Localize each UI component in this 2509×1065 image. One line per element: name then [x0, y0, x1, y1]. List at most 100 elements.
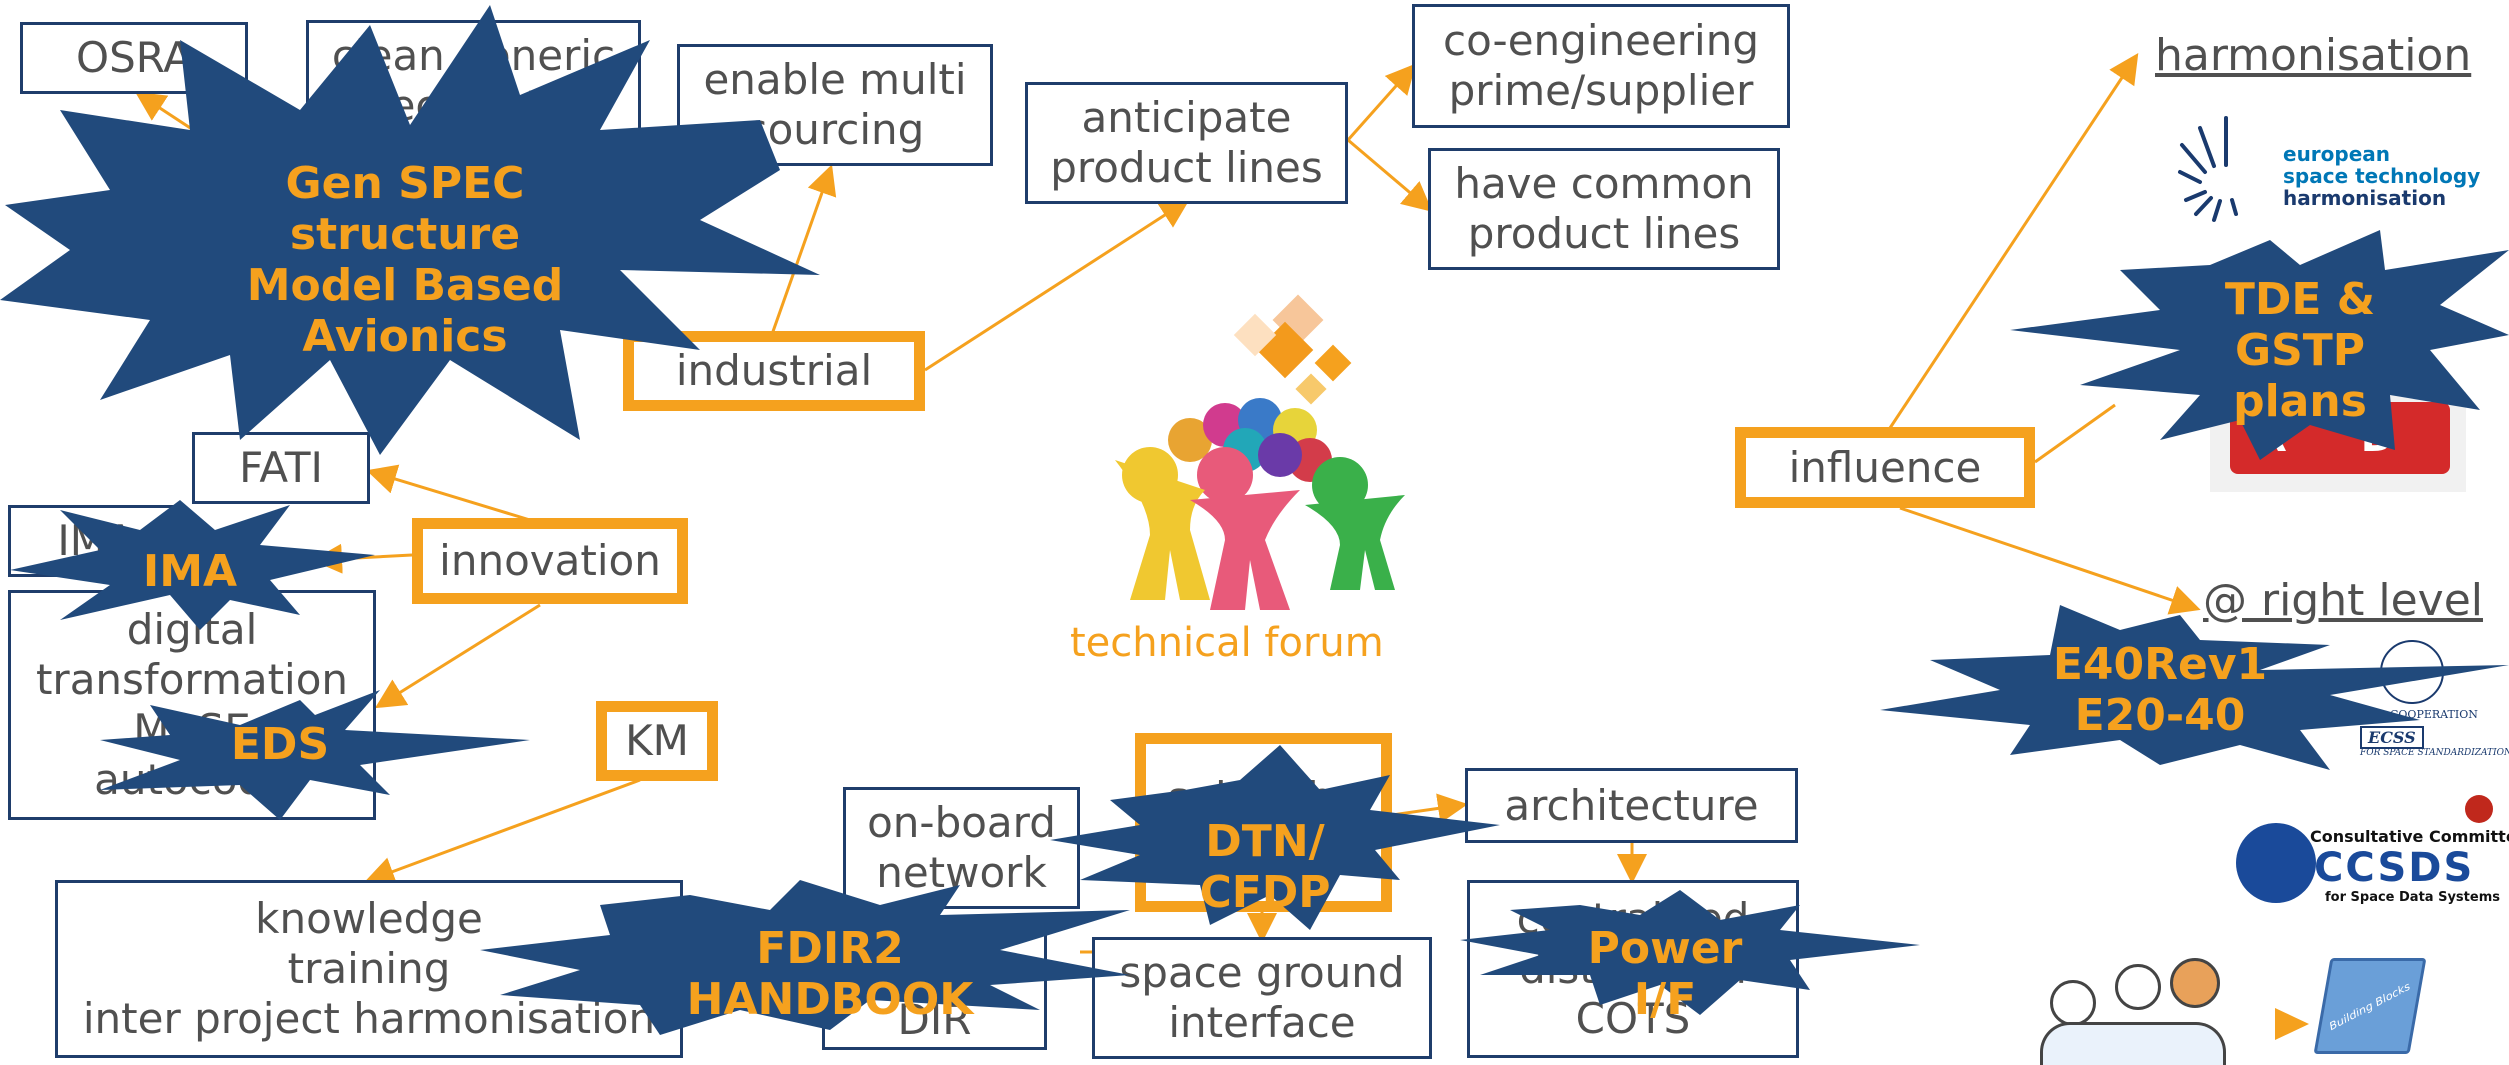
common-line-1: have common: [1454, 159, 1754, 208]
km-hub-box: KM: [596, 701, 718, 781]
esa-line-2: space technology: [2283, 164, 2481, 188]
tde-burst: TDE & GSTP plans: [2200, 272, 2400, 428]
architecture-box: architecture: [1465, 768, 1798, 843]
digital-line-2: transformation: [35, 655, 349, 704]
power-line-1: Power: [1587, 923, 1743, 974]
gen-spec-burst: Gen SPEC structure Model Based Avionics: [210, 155, 600, 365]
esa-logo-text: european space technology harmonisation: [2283, 143, 2480, 209]
innovation-label: innovation: [439, 536, 661, 585]
co-engineering-line-2: prime/supplier: [1448, 66, 1754, 115]
ccsds-red-dot-icon: [2465, 795, 2493, 823]
gen-spec-line-1: Gen SPEC: [285, 158, 525, 209]
knowledge-line-2: training: [287, 944, 451, 993]
globe-icon: [2380, 640, 2444, 704]
ecss-logo: COOPERATION ECSS FOR SPACE STANDARDIZATI…: [2320, 640, 2509, 760]
anticipate-product-lines-box: anticipate product lines: [1025, 82, 1348, 204]
tde-line-1: TDE &: [2224, 273, 2376, 325]
arrow-innovation-digital: [374, 603, 541, 709]
industrial-label: industrial: [675, 346, 873, 395]
book-title: Building Blocks: [2327, 979, 2413, 1033]
arrow-right-icon: [2275, 1008, 2309, 1040]
ccsds-name: CCSDS: [2314, 845, 2475, 891]
space-ground-interface-box: space ground interface: [1092, 937, 1432, 1059]
building-blocks-image: Building Blocks: [2030, 940, 2430, 1065]
technical-forum-illustration: [1040, 290, 1440, 620]
e40-line-2: E20-40: [2074, 690, 2246, 741]
eds-burst-label: EDS: [230, 718, 330, 770]
arrow-km-knowledge: [364, 778, 641, 886]
clean-generic-spec-box: clean generic specification: [306, 20, 641, 142]
on-board-network-box: on-board network: [843, 787, 1080, 909]
ecss-badge: ECSS: [2360, 726, 2424, 749]
clean-spec-line-2: specification: [341, 81, 606, 130]
tde-line-3: plans: [2233, 375, 2367, 427]
technical-forum-label: technical forum: [1070, 620, 1384, 666]
fati-label: FATI: [239, 443, 323, 492]
anticipate-line-1: anticipate: [1081, 93, 1292, 142]
cube-icon: [1233, 294, 1352, 405]
arrow-innovation-ima: [312, 543, 413, 574]
power-burst: Power I/F: [1570, 922, 1760, 1026]
digital-line-1: digital: [126, 605, 258, 654]
knowledge-line-3: inter project harmonisation: [82, 994, 656, 1043]
ccsds-caption-1: Consultative Committee: [2310, 827, 2509, 846]
e40-burst: E40Rev1 E20-40: [2040, 638, 2280, 742]
common-line-2: product lines: [1467, 209, 1741, 258]
ccsds-caption-2: for Space Data Systems: [2325, 890, 2500, 905]
innovation-hub-box: innovation: [412, 518, 688, 604]
multi-sourcing-line-1: enable multi: [703, 55, 967, 104]
ima-burst-label: IMA: [142, 545, 238, 597]
enable-multi-sourcing-box: enable multi sourcing: [677, 44, 993, 166]
co-engineering-box: co-engineering prime/supplier: [1412, 4, 1790, 128]
influence-label: influence: [1788, 442, 1982, 492]
space-ground-line-2: interface: [1168, 998, 1356, 1047]
ecss-caption-2: FOR SPACE STANDARDIZATION: [2360, 748, 2509, 758]
dtn-line-1: DTN/: [1205, 816, 1325, 867]
harmonisation-link[interactable]: harmonisation: [2155, 30, 2472, 81]
people-sketch-icon: [2030, 950, 2230, 1065]
space-ground-line-1: space ground: [1119, 948, 1405, 997]
fdir-burst: FDIR2 HANDBOOK: [680, 922, 980, 1026]
osra-box: OSRA: [20, 22, 248, 94]
fati-box: FATI: [192, 432, 370, 504]
on-board-line-2: network: [876, 848, 1047, 897]
gen-spec-line-2: structure: [289, 209, 521, 260]
knowledge-line-1: knowledge: [255, 894, 483, 943]
knowledge-training-box: knowledge training inter project harmoni…: [55, 880, 683, 1058]
multi-sourcing-line-2: sourcing: [745, 105, 925, 154]
arrow-anticipate-coeng: [1346, 63, 1416, 141]
esa-line-3: harmonisation: [2283, 186, 2447, 210]
tde-line-2: GSTP: [2234, 324, 2366, 376]
arrow-solve-architecture: [1391, 793, 1468, 824]
ecss-caption-1: COOPERATION: [2390, 708, 2478, 721]
gen-spec-line-4: Avionics: [302, 311, 508, 362]
arrow-anticipate-common: [1347, 138, 1433, 212]
ccsds-logo: Consultative Committee CCSDS for Space D…: [2230, 795, 2509, 910]
common-product-lines-box: have common product lines: [1428, 148, 1780, 270]
osra-label: OSRA: [76, 33, 192, 82]
arrow-influence-harmonisation: [1888, 52, 2139, 429]
right-level-link[interactable]: @ right level: [2203, 575, 2483, 626]
ccsds-swirl-icon: [2236, 823, 2316, 903]
arrow-industrial-anticipate: [924, 198, 1191, 372]
ima-burst: IMA: [110, 545, 270, 597]
arrow-innovation-fati: [366, 464, 531, 522]
arrow-industrial-multi-sourcing: [768, 164, 837, 341]
eds-burst: EDS: [200, 718, 360, 770]
co-engineering-line-1: co-engineering: [1442, 16, 1760, 65]
km-label: KM: [625, 716, 689, 765]
dtn-line-2: CFDP: [1199, 867, 1331, 918]
industrial-hub-box: industrial: [623, 331, 925, 411]
fdir-line-1: FDIR2: [756, 923, 904, 974]
esa-line-1: european: [2283, 142, 2391, 166]
anticipate-line-2: product lines: [1050, 143, 1323, 192]
arrow-influence-right-level: [1899, 506, 2201, 615]
fdir-line-2: HANDBOOK: [686, 974, 974, 1025]
gen-spec-line-3: Model Based: [246, 260, 564, 311]
people-group-icon: [1115, 294, 1405, 610]
book-icon: Building Blocks: [2313, 958, 2427, 1054]
digital-transformation-box: digital transformation MBSE autocode: [8, 590, 376, 820]
dtn-burst: DTN/ CFDP: [1170, 815, 1360, 919]
power-line-2: I/F: [1633, 974, 1697, 1025]
on-board-line-1: on-board: [867, 798, 1056, 847]
